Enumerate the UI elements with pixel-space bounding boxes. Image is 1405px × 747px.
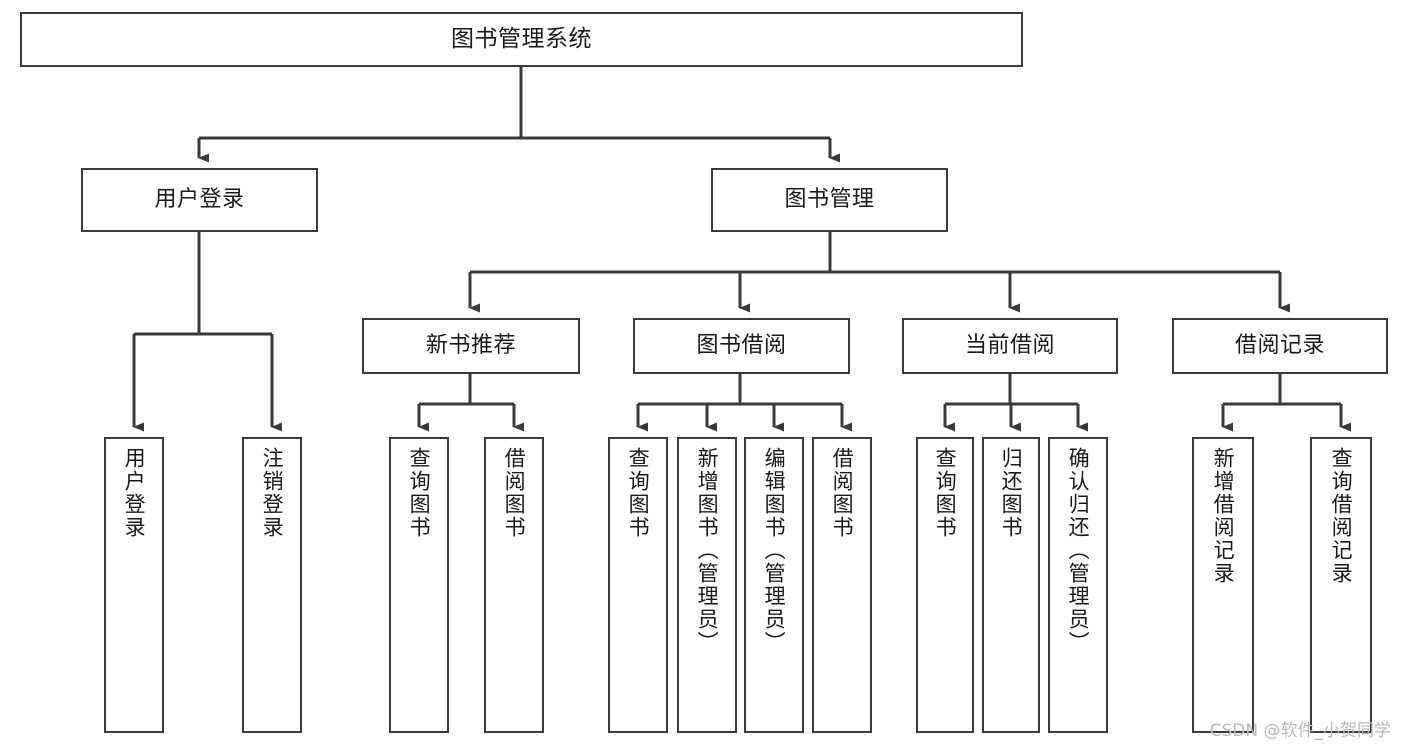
node-leaf-confirm-return-admin-label: 确认归还（管理员） — [1066, 447, 1091, 654]
node-borrow-record[interactable]: 借阅记录 — [1172, 318, 1388, 374]
node-leaf-borrow-book-rec-label: 借阅图书 — [502, 447, 527, 539]
node-book-manage-label: 图书管理 — [784, 186, 875, 212]
node-leaf-query-book-borrow-label: 查询图书 — [626, 447, 651, 539]
node-leaf-user-logout-label: 注销登录 — [260, 447, 285, 539]
node-book-borrow[interactable]: 图书借阅 — [633, 318, 850, 374]
node-root[interactable]: 图书管理系统 — [20, 12, 1023, 67]
node-leaf-add-book-admin-label: 新增图书（管理员） — [695, 447, 720, 654]
node-leaf-user-login-label: 用户登录 — [122, 447, 147, 539]
node-current-borrow[interactable]: 当前借阅 — [902, 318, 1118, 374]
node-leaf-add-borrow-record[interactable]: 新增借阅记录 — [1192, 437, 1254, 733]
node-leaf-edit-book-admin-label: 编辑图书（管理员） — [762, 447, 787, 654]
node-book-manage[interactable]: 图书管理 — [711, 168, 948, 232]
node-leaf-confirm-return-admin[interactable]: 确认归还（管理员） — [1048, 437, 1108, 733]
node-book-borrow-label: 图书借阅 — [696, 332, 787, 358]
node-leaf-query-book-rec-label: 查询图书 — [407, 447, 432, 539]
node-root-label: 图书管理系统 — [451, 25, 592, 52]
node-new-book-recommend-label: 新书推荐 — [425, 332, 516, 358]
node-user-login-label: 用户登录 — [154, 186, 245, 212]
node-leaf-query-borrow-record-label: 查询借阅记录 — [1329, 447, 1354, 585]
node-leaf-return-book-label: 归还图书 — [999, 447, 1024, 539]
node-current-borrow-label: 当前借阅 — [964, 332, 1055, 358]
node-new-book-recommend[interactable]: 新书推荐 — [362, 318, 580, 374]
node-leaf-query-borrow-record[interactable]: 查询借阅记录 — [1310, 437, 1372, 733]
node-leaf-add-borrow-record-label: 新增借阅记录 — [1211, 447, 1236, 585]
node-leaf-user-logout[interactable]: 注销登录 — [242, 437, 302, 733]
node-leaf-return-book[interactable]: 归还图书 — [982, 437, 1040, 733]
node-leaf-edit-book-admin[interactable]: 编辑图书（管理员） — [744, 437, 804, 733]
node-leaf-borrow-book-label: 借阅图书 — [830, 447, 855, 539]
node-leaf-borrow-book-rec[interactable]: 借阅图书 — [484, 437, 544, 733]
node-leaf-query-book-borrow[interactable]: 查询图书 — [608, 437, 668, 733]
node-leaf-query-book-rec[interactable]: 查询图书 — [389, 437, 449, 733]
node-borrow-record-label: 借阅记录 — [1234, 332, 1325, 358]
node-user-login[interactable]: 用户登录 — [81, 168, 318, 232]
node-leaf-query-book-cur-label: 查询图书 — [933, 447, 958, 539]
watermark-credit: CSDN @软件_小贺同学 — [1209, 721, 1391, 741]
node-leaf-add-book-admin[interactable]: 新增图书（管理员） — [677, 437, 737, 733]
node-leaf-query-book-cur[interactable]: 查询图书 — [916, 437, 974, 733]
node-leaf-user-login[interactable]: 用户登录 — [104, 437, 164, 733]
node-leaf-borrow-book[interactable]: 借阅图书 — [812, 437, 872, 733]
